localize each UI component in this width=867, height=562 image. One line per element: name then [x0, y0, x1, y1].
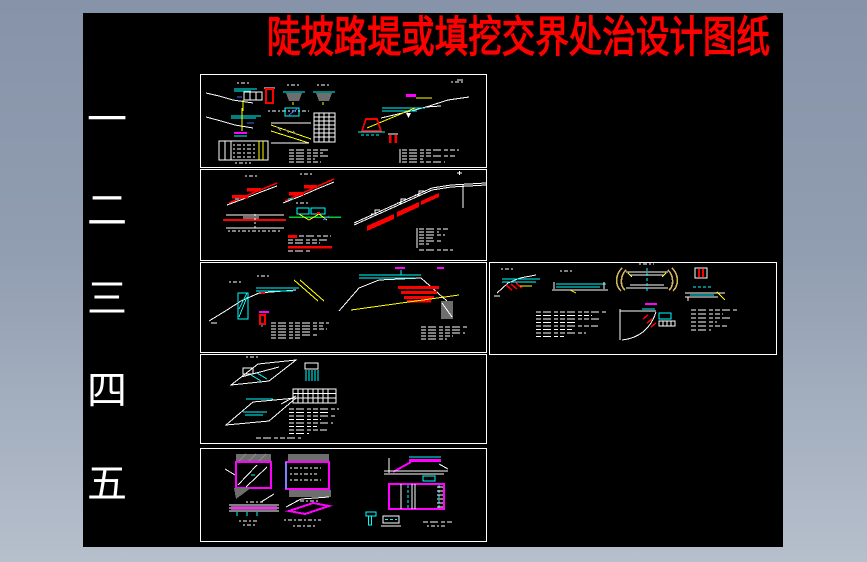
- data-table: [313, 112, 336, 143]
- red-opening-detail: [388, 133, 398, 143]
- drawing-panel-sheet-2[interactable]: [200, 169, 487, 261]
- large-benched-slope: [353, 182, 486, 231]
- geogrid-layers: [229, 493, 279, 526]
- drawing-panel-sheet-5[interactable]: [200, 448, 487, 542]
- notes-block-right: [416, 171, 462, 251]
- culvert-headwall-front: [615, 263, 679, 292]
- red-culvert-section: [358, 118, 385, 136]
- wedge-transition-detail: [270, 122, 312, 144]
- stepped-slope-b: [282, 173, 335, 204]
- material-table-small: [218, 140, 269, 164]
- row-label-5[interactable]: 五: [87, 461, 127, 506]
- notes-block-left: [289, 149, 331, 163]
- fill-slope-section-right: [366, 81, 470, 129]
- notes-block-left: [271, 322, 329, 339]
- embankment-with-red-benches: [338, 267, 460, 319]
- geogrid-wrap-detail: [284, 496, 333, 527]
- notes-block-center: [536, 311, 608, 338]
- drawing-panel-sheet-4[interactable]: [200, 354, 487, 444]
- hatch-detail: [304, 362, 319, 381]
- center-junction-detail: [268, 107, 309, 117]
- embankment-with-wall: [208, 275, 325, 324]
- drawing-canvas[interactable]: 陡坡路堤或填挖交界处治设计图纸 一 二 三 四 五: [83, 13, 783, 547]
- cut-slope-section-a: [205, 82, 263, 111]
- notes-with-red-highlights: [288, 235, 332, 252]
- sheet-set-title[interactable]: 陡坡路堤或填挖交界处治设计图纸: [267, 15, 771, 62]
- legend-detail: [381, 515, 401, 527]
- red-box-and-road-detail: [685, 267, 726, 301]
- wingwall-plan: [619, 303, 676, 341]
- gray-basin-details: [283, 84, 335, 105]
- roadbed-detail: [552, 270, 608, 294]
- row-label-3[interactable]: 三: [87, 276, 127, 321]
- notes-block-right: [691, 309, 737, 331]
- stepped-slope-a: [226, 175, 278, 206]
- row-label-1[interactable]: 一: [87, 97, 127, 142]
- red-pipe-detail: [264, 87, 275, 104]
- row-label-4[interactable]: 四: [87, 368, 127, 413]
- notes-block-right: [399, 79, 463, 163]
- drawing-panel-sheet-3-left[interactable]: [200, 262, 487, 353]
- geogrid-panel-b: [285, 454, 331, 502]
- notes-block-right: [421, 326, 469, 340]
- drawing-panel-sheet-1[interactable]: [200, 74, 487, 168]
- red-marker-detail: [259, 311, 269, 327]
- reinforced-block-grid: [388, 483, 445, 510]
- slope-reinforcement-detail: [384, 456, 449, 482]
- cyan-anchor-detail: [365, 511, 377, 526]
- data-table: [292, 388, 337, 404]
- row-label-2[interactable]: 二: [87, 188, 127, 233]
- notes-block: [256, 408, 339, 439]
- plan-view-b: [224, 395, 298, 426]
- plan-view-a: [229, 356, 298, 386]
- cut-slope-section-b: [205, 108, 261, 137]
- drawing-panel-sheet-3-right[interactable]: [489, 262, 777, 355]
- roadbed-section-with-red-line: [223, 214, 286, 232]
- geogrid-panel-a: [224, 453, 272, 503]
- geotextile-detail: [289, 202, 341, 221]
- caption-text: [423, 521, 453, 527]
- cut-section-detail: [494, 268, 540, 297]
